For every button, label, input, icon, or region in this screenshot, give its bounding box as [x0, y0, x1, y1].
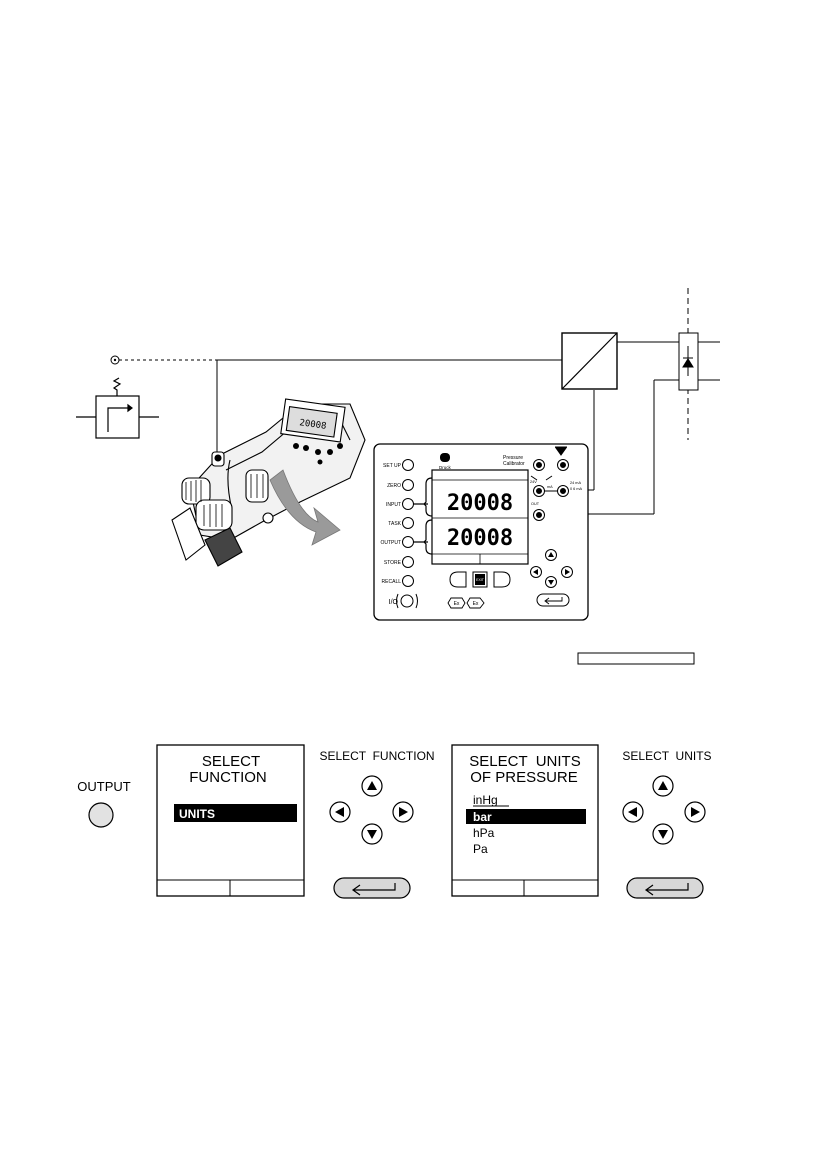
- key-label-store: STORE: [384, 560, 402, 566]
- pressure-switch-symbol: [76, 378, 159, 438]
- center-key-label: EXIT: [476, 578, 485, 582]
- select-function-nav: SELECT FUNCTION: [319, 749, 434, 898]
- display-top-reading: 20008: [447, 491, 513, 516]
- output-button-label: OUTPUT: [77, 779, 131, 794]
- display-bottom-reading: 20008: [447, 526, 513, 551]
- nav2-enter-button[interactable]: [627, 878, 703, 898]
- ex-mark-2: Ex: [473, 601, 479, 607]
- screen2-title-line1: SELECT UNITS: [469, 753, 580, 770]
- key-label-input: INPUT: [386, 502, 401, 508]
- key-label-zero: ZERO: [387, 483, 401, 489]
- softkey-right[interactable]: [494, 572, 510, 587]
- units-option-pa[interactable]: Pa: [473, 842, 488, 856]
- key-label-setup: SET UP: [383, 463, 402, 469]
- nav1-enter-button[interactable]: [334, 878, 410, 898]
- output-key[interactable]: [403, 537, 414, 548]
- select-units-screen: SELECT UNITS OF PRESSURE inHg bar hPa Pa: [452, 745, 598, 896]
- units-option-hpa[interactable]: hPa: [473, 826, 495, 840]
- output-button[interactable]: [89, 803, 113, 827]
- recall-key[interactable]: [403, 576, 414, 587]
- output-button-step: OUTPUT: [77, 779, 131, 827]
- task-key[interactable]: [403, 518, 414, 529]
- units-option-bar[interactable]: bar: [473, 810, 492, 824]
- hand-pump-calibrator-illustration: 20008: [172, 399, 365, 566]
- key-label-recall: RECALL: [382, 579, 402, 585]
- units-option-inhg[interactable]: inHg: [473, 793, 498, 807]
- power-key[interactable]: [401, 595, 413, 607]
- key-label-task: TASK: [388, 521, 401, 527]
- zero-key[interactable]: [403, 480, 414, 491]
- terminal-label-out: OUT: [531, 502, 540, 506]
- softkey-left[interactable]: [450, 572, 466, 587]
- calibrator-front-panel: Druck Pressure Calibrator SET UP ZERO IN…: [374, 444, 588, 620]
- pressure-transmitter: [562, 333, 617, 389]
- units-menu-item[interactable]: UNITS: [179, 807, 215, 821]
- svg-text:Druck: Druck: [439, 465, 452, 470]
- key-label-output: OUTPUT: [380, 540, 401, 546]
- lcd-display: 20008 20008: [432, 470, 528, 564]
- nav2-label: SELECT UNITS: [622, 749, 711, 763]
- screen1-title-line1: SELECT: [202, 753, 260, 770]
- screen2-title-line2: OF PRESSURE: [470, 769, 578, 786]
- screen1-title-line2: FUNCTION: [189, 769, 267, 786]
- nav1-label: SELECT FUNCTION: [319, 749, 434, 763]
- enter-key[interactable]: [537, 594, 569, 606]
- setup-key[interactable]: [403, 460, 414, 471]
- terminal-label-24v: 24V: [530, 480, 537, 484]
- product-label-line2: Calibrator: [503, 461, 525, 467]
- ex-mark-1: Ex: [454, 601, 460, 607]
- terminal-label-24ma: 24 mA: [570, 481, 581, 485]
- select-units-nav: SELECT UNITS: [622, 749, 711, 898]
- select-function-screen: SELECT FUNCTION UNITS: [157, 745, 304, 896]
- terminal-label-ma: mA: [547, 485, 553, 489]
- input-key[interactable]: [403, 499, 414, 510]
- store-key[interactable]: [403, 557, 414, 568]
- terminal-label-06ma: 0 6 mA: [570, 487, 582, 491]
- blank-label-box: [578, 653, 694, 664]
